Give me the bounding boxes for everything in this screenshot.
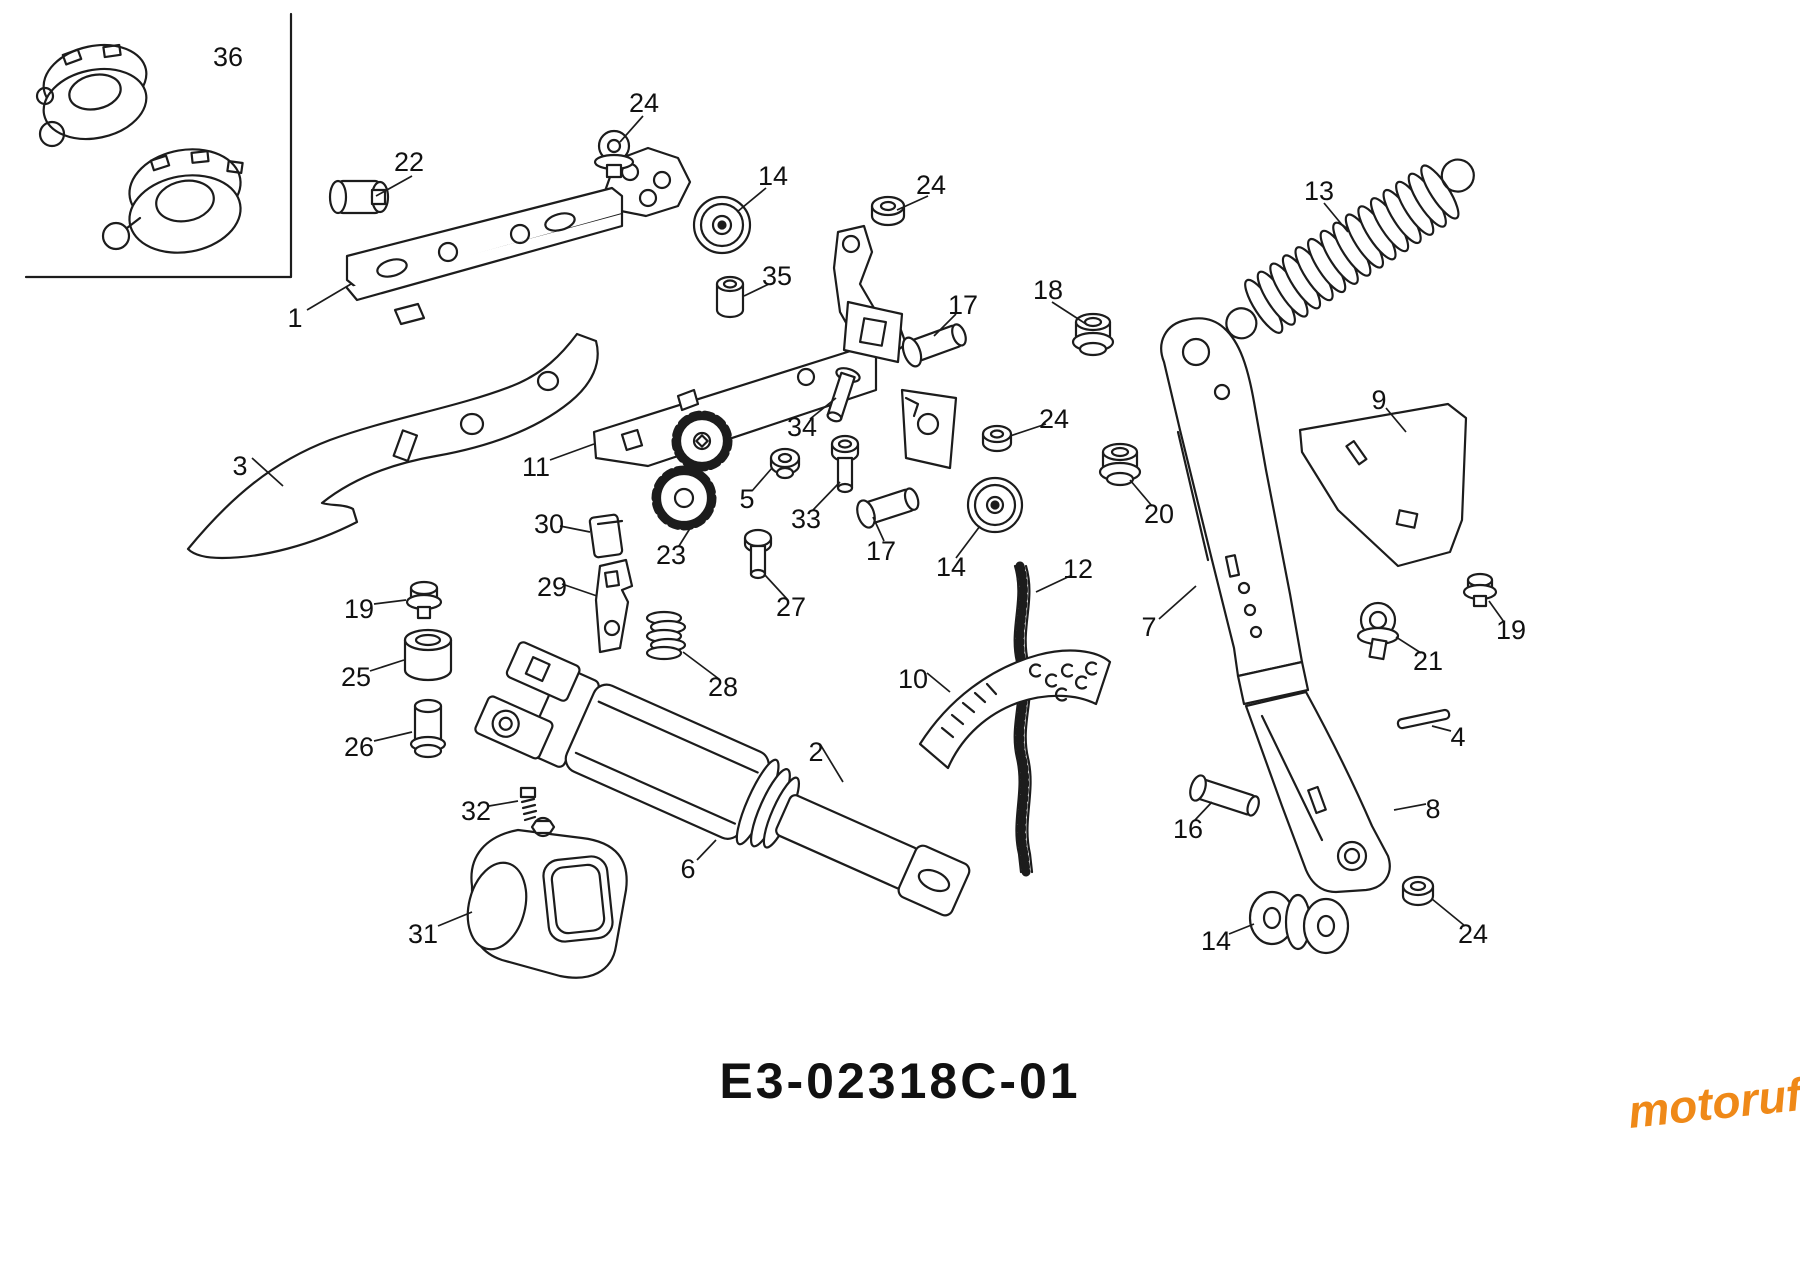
inset-box-border — [24, 12, 293, 279]
callout-10: 10 — [898, 664, 928, 694]
callout-9: 9 — [1371, 385, 1386, 415]
callout-24-c: 24 — [1039, 404, 1069, 434]
callout-24-a: 24 — [629, 88, 659, 118]
part-36-clamp-pair — [35, 43, 244, 254]
part-2-damper-assembly — [474, 641, 971, 917]
part-19-screw-left — [405, 580, 443, 620]
part-1-mounting-bar — [345, 146, 692, 326]
callout-30: 30 — [534, 509, 564, 539]
callout-7: 7 — [1141, 612, 1156, 642]
callout-31: 31 — [408, 919, 438, 949]
callout-18: 18 — [1033, 275, 1063, 305]
part-20-grommet — [1098, 442, 1142, 487]
callout-24-b: 24 — [916, 170, 946, 200]
part-5-rivet — [769, 447, 801, 480]
part-24-flange-screw-top — [593, 129, 635, 179]
callout-13: 13 — [1304, 176, 1334, 206]
callout-1: 1 — [287, 303, 302, 333]
callout-19-b: 19 — [1496, 615, 1526, 645]
part-25-bushing — [403, 628, 453, 682]
part-14-roller-bottom — [1248, 890, 1350, 955]
callout-6: 6 — [680, 854, 695, 884]
part-17-bolt-lower — [856, 487, 920, 529]
part-14-roller-top — [692, 195, 752, 255]
callout-8: 8 — [1425, 794, 1440, 824]
part-22-shoulder-bolt — [328, 179, 390, 215]
diagram-code: E3-02318C-01 — [719, 1053, 1080, 1109]
callout-36: 36 — [213, 42, 243, 72]
watermark-brand: motoruf — [1626, 1068, 1800, 1138]
callout-14-c: 14 — [1201, 926, 1231, 956]
part-34-pin — [826, 367, 861, 423]
callout-16: 16 — [1173, 814, 1203, 844]
part-24-flange-nut-middle — [981, 424, 1013, 453]
part-19-screw-right — [1462, 572, 1498, 608]
callout-20: 20 — [1144, 499, 1174, 529]
part-9-guard-plate — [1298, 402, 1468, 568]
callout-labels: 36 22 24 14 24 35 17 18 13 1 3 11 34 5 3… — [213, 42, 1526, 956]
callout-34: 34 — [787, 412, 817, 442]
callout-22: 22 — [394, 147, 424, 177]
part-31-housing — [466, 816, 628, 979]
part-29-link-strip — [594, 558, 634, 654]
callout-12: 12 — [1063, 554, 1093, 584]
callout-11: 11 — [522, 452, 550, 482]
part-4-roll-pin — [1396, 708, 1451, 730]
part-24-flange-nut-top — [870, 195, 906, 227]
callout-21: 21 — [1413, 646, 1443, 676]
part-33-hex-screw — [830, 434, 860, 494]
part-35-spacer — [715, 275, 745, 319]
callout-17-a: 17 — [948, 290, 978, 320]
part-30-clip — [588, 513, 624, 559]
part-23-toothed-discs — [651, 410, 733, 531]
callout-17-b: 17 — [866, 536, 896, 566]
watermark: motoruf.de — [1626, 1065, 1800, 1138]
callout-35: 35 — [762, 261, 792, 291]
part-24-flange-nut-bottom — [1401, 875, 1435, 907]
callout-28: 28 — [708, 672, 738, 702]
part-17-bolt-upper — [901, 323, 967, 368]
part-12-cable — [1013, 561, 1034, 877]
part-3-curved-bracket — [186, 332, 599, 560]
callout-25: 25 — [341, 662, 371, 692]
part-14-roller-middle — [966, 476, 1024, 534]
callout-33: 33 — [791, 504, 821, 534]
callout-26: 26 — [344, 732, 374, 762]
callout-24-d: 24 — [1458, 919, 1488, 949]
callout-4: 4 — [1450, 722, 1465, 752]
callout-14-b: 14 — [936, 552, 966, 582]
callout-5: 5 — [739, 484, 754, 514]
part-26-flanged-pin — [409, 698, 447, 759]
callout-32: 32 — [461, 796, 491, 826]
callout-14-a: 14 — [758, 161, 788, 191]
part-27-rivet — [743, 528, 773, 580]
callout-19-a: 19 — [344, 594, 374, 624]
callout-29: 29 — [537, 572, 567, 602]
watermark-text: motoruf.de — [1626, 1065, 1800, 1138]
part-16-bolt — [1189, 774, 1260, 817]
part-13-extension-spring — [1225, 158, 1475, 340]
callout-2: 2 — [808, 737, 823, 767]
part-8-lower-arm — [1244, 690, 1391, 894]
part-18-grommet — [1071, 312, 1115, 357]
part-21-screw-large — [1356, 601, 1400, 661]
part-32-small-screw — [519, 786, 538, 822]
part-7-adjuster-bracket — [1160, 317, 1310, 706]
callout-27: 27 — [776, 592, 806, 622]
part-28-spring-small — [645, 610, 687, 661]
callout-23: 23 — [656, 540, 686, 570]
part-middle-bracket-arm — [832, 224, 958, 470]
part-10-toothed-sector — [918, 649, 1112, 770]
leader-lines — [251, 115, 1505, 935]
callout-3: 3 — [232, 451, 247, 481]
